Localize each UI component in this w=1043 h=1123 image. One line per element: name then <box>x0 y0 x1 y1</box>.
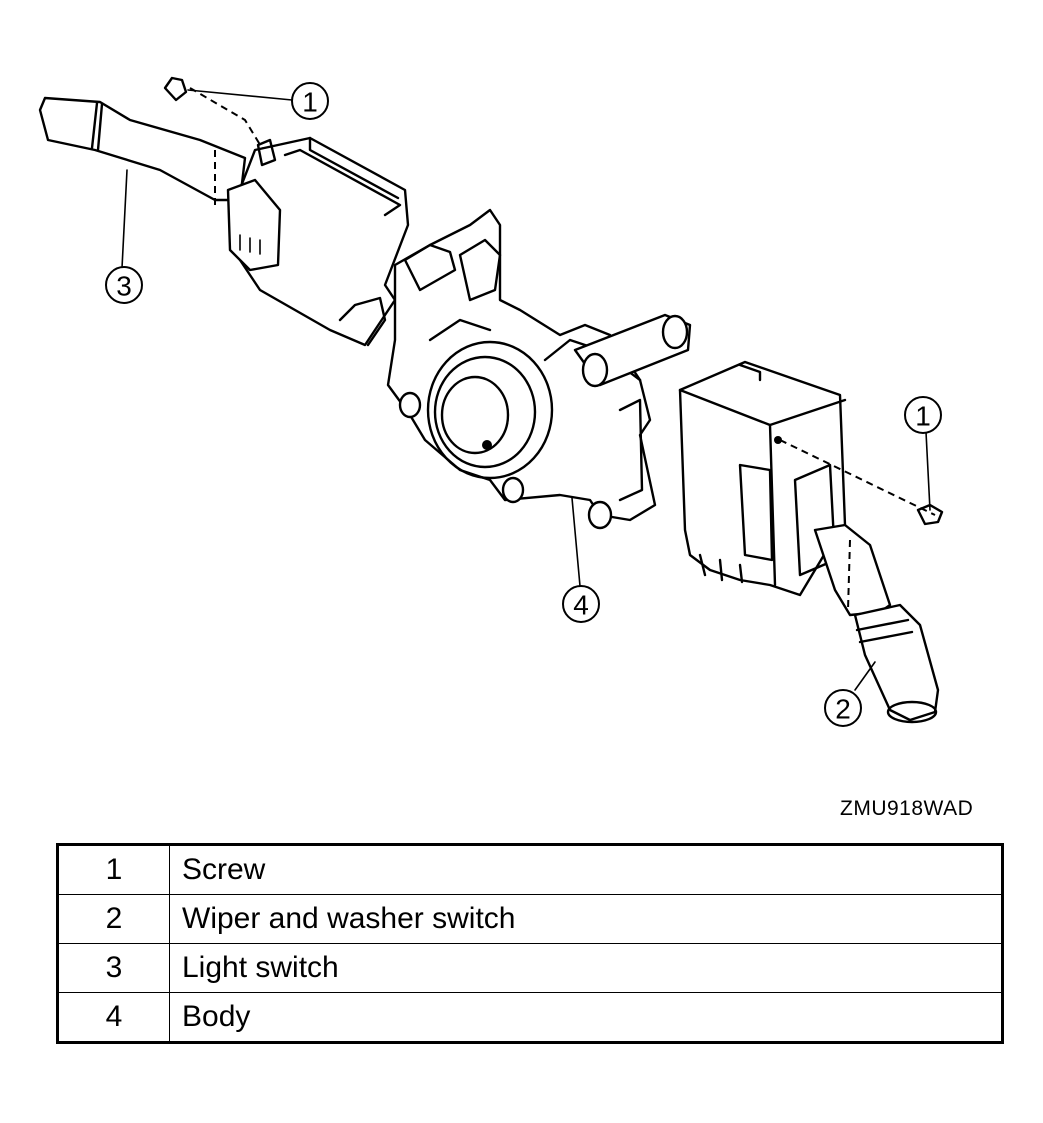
part-description: Screw <box>169 844 1003 895</box>
exploded-view-diagram: 1 1 2 3 4 <box>38 76 944 727</box>
part-number: 3 <box>57 943 170 993</box>
part-description: Wiper and washer switch <box>169 894 1003 944</box>
callout-4: 4 <box>562 585 600 623</box>
part-number: 2 <box>57 894 170 944</box>
table-row: 3 Light switch <box>57 943 1003 993</box>
callout-3-label: 3 <box>116 271 132 302</box>
part-number: 1 <box>57 844 170 895</box>
callout-1-top-label: 1 <box>302 87 318 118</box>
table-row: 2 Wiper and washer switch <box>57 894 1003 944</box>
parts-legend-table: 1 Screw 2 Wiper and washer switch 3 Ligh… <box>56 843 1004 1044</box>
table-row: 1 Screw <box>57 844 1003 895</box>
leader-lines <box>121 87 936 691</box>
wiper-washer-switch-illustration <box>678 360 944 724</box>
light-switch-illustration <box>38 76 410 347</box>
callout-2: 2 <box>824 689 862 727</box>
figure-code: ZMU918WAD <box>840 797 974 820</box>
callout-4-label: 4 <box>573 590 589 621</box>
callout-1-right: 1 <box>904 396 942 434</box>
callout-1-right-label: 1 <box>915 401 931 432</box>
part-description: Body <box>169 992 1003 1043</box>
callout-2-label: 2 <box>835 694 851 725</box>
body-illustration <box>386 208 692 530</box>
table-row: 4 Body <box>57 992 1003 1043</box>
callout-1-top: 1 <box>291 82 329 120</box>
part-description: Light switch <box>169 943 1003 993</box>
part-number: 4 <box>57 992 170 1043</box>
callout-3: 3 <box>105 266 143 304</box>
